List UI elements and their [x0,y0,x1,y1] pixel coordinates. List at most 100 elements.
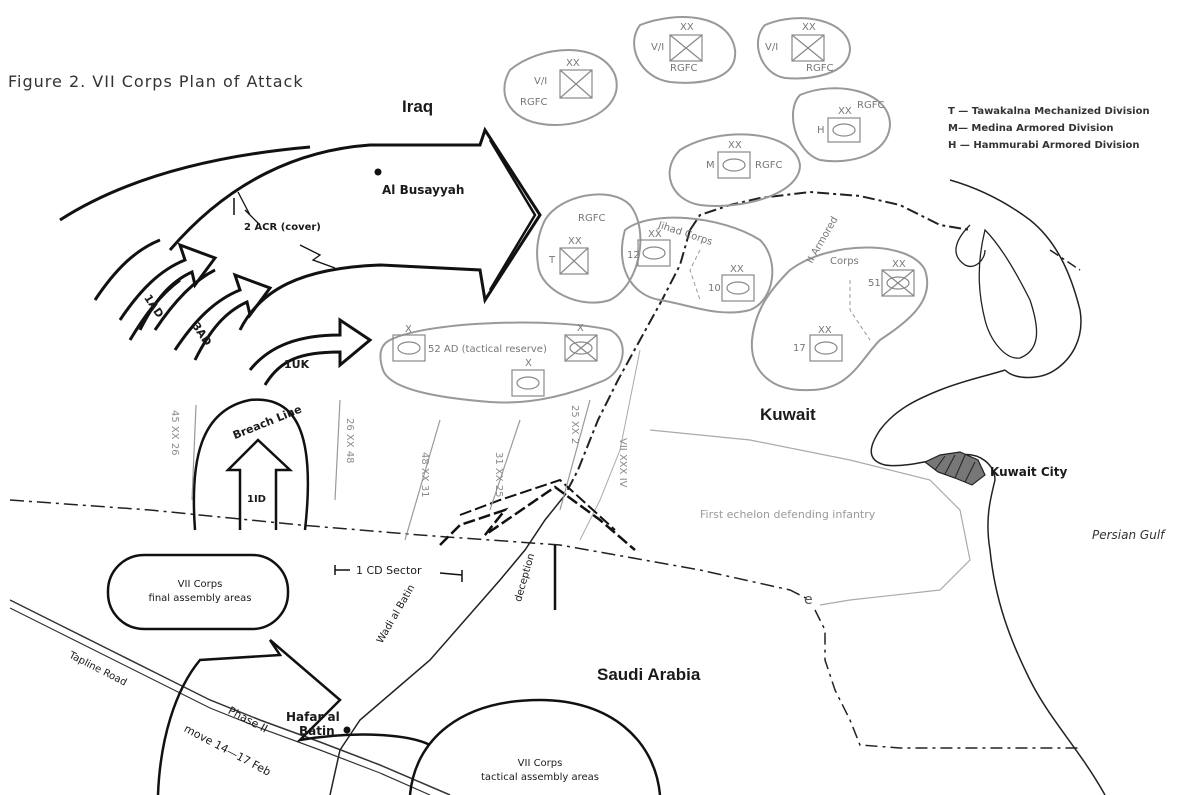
ad1-arrows [93,238,218,341]
boundary-48b: 48 [419,452,430,465]
kuwait-border-east [1049,249,1081,271]
jihad-boundary [689,249,701,301]
armored-d17: 17 [793,343,806,354]
armored-corps: Corps [830,256,859,267]
phase2-arrow [156,639,431,795]
rgfc3-vi: V/I [765,42,779,53]
acr-arc [59,145,311,222]
rgfc-blob-6 [536,193,642,304]
country-saudi: Saudi Arabia [597,665,701,684]
reserve-blob [379,321,624,404]
boundary-26-48: 26 XX 48 [344,418,355,464]
armored-boundary [849,280,871,341]
kuwait-border [689,190,971,231]
final-assembly-line-1: VII Corps [177,579,223,590]
label-batin: Batin [299,724,335,738]
boundary-25b: 25 [569,405,580,418]
rgfc5-m: M [706,160,715,171]
gray-line-1 [649,429,971,606]
country-iraq: Iraq [402,97,434,116]
rgfc-blob-2 [633,16,737,84]
boundary-vii-iv: VII XXX IV [617,438,628,487]
reserve-x1: X [405,324,412,335]
country-kuwait: Kuwait [760,405,816,424]
boundary-26b-xx: XX [344,433,355,448]
al-busayyah-dot [374,168,382,176]
boundary-25b-xx: XX [569,420,580,435]
boundary-31b: 31 [493,452,504,465]
tactical-assembly-line-2: tactical assembly areas [480,772,599,783]
rgfc-blob-3 [756,17,852,80]
saudi-kuwait-border [814,609,1080,749]
deception-line-2 [459,478,616,531]
rgfc2-xx: XX [680,22,694,33]
tactical-assembly-area [408,698,662,795]
main-attack-arrow-inner [488,139,537,291]
breach-arch [192,398,310,531]
boundary-25-2: 25 XX 2 [569,405,580,444]
hafar-dot [343,726,351,734]
boundary-31: 31 [419,484,430,498]
rgfc4-label: RGFC [857,100,885,111]
boundary-31b-xx: XX [493,467,504,482]
uk1-arrow [248,317,373,386]
ad3-arrows [153,268,273,361]
rgfc1-label: RGFC [520,97,548,108]
e-label: e [804,592,813,608]
legend-m: M— Medina Armored Division [948,123,1114,134]
kuwait-city-hatch [923,451,986,486]
armored-d51: 51 [868,278,881,289]
coastline [949,179,1082,379]
acr-squiggle-1 [237,191,261,226]
reserve-label: 52 AD (tactical reserve) [428,344,547,355]
boundary-26: 26 [169,442,180,456]
tapline-road-2 [9,607,431,795]
figure-title: Figure 2. VII Corps Plan of Attack [8,72,304,91]
rgfc4-xx: XX [838,106,852,117]
boundary-48: 48 [344,450,355,464]
boundary-48b-xx: XX [419,467,430,482]
rgfc6-t: T [549,255,556,266]
boundary-45-26: 45 XX 26 [169,410,180,456]
iraq-saudi-border [9,499,811,601]
rgfc-blob-1 [503,49,618,127]
kuwait-bay [870,369,1106,795]
armored-blob [750,246,929,392]
jihad-d10: 10 [708,283,721,294]
rgfc-blob-4 [791,87,892,163]
rgfc1-vi: V/I [534,76,548,87]
final-assembly-label: VII Corps final assembly areas [140,578,260,606]
legend-h: H — Hammurabi Armored Division [948,140,1140,151]
label-persian-gulf: Persian Gulf [1092,528,1165,542]
label-cd-sector: 1 CD Sector [356,564,422,577]
rgfc5-label: RGFC [755,160,783,171]
boundary-48-31: 48 XX 31 [419,452,430,498]
rgfc4-h: H [817,125,825,136]
label-al-busayyah: Al Busayyah [382,183,465,197]
deception-line-1 [439,485,636,551]
rgfc3-xx: XX [802,22,816,33]
rgfc6-label: RGFC [578,213,606,224]
rgfc-blob-5 [668,133,802,207]
final-assembly-area [106,553,290,631]
boundary-vii: VII [617,438,628,451]
label-uk1: 1UK [284,358,310,371]
boundary-26b: 26 [344,418,355,431]
main-attack-arrow [168,126,542,331]
label-acr: 2 ACR (cover) [244,222,321,233]
label-kuwait-city: Kuwait City [990,465,1068,479]
armored2-xx: XX [818,325,832,336]
boundary-31-25: 31 XX 25 [493,452,504,498]
bay-line [955,224,986,267]
jihad-xx: XX [648,229,662,240]
rgfc5-xx: XX [728,140,742,151]
boundary-iv: IV [617,477,628,488]
reserve-x3: X [525,358,532,369]
legend-t: T — Tawakalna Mechanized Division [948,106,1150,117]
boundary-45-xx: XX [169,425,180,440]
tactical-assembly-line-1: VII Corps [517,758,563,769]
coastline-inner [978,228,1038,359]
jihad-d12: 12 [627,250,640,261]
boundary-2: 2 [569,437,580,445]
